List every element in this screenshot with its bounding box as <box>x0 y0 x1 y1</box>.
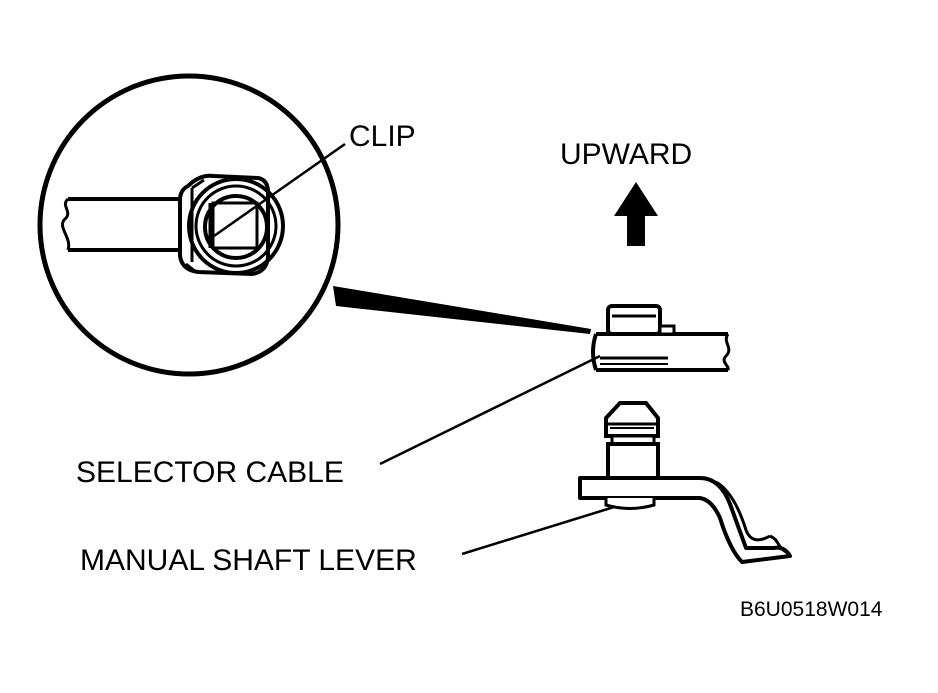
leader-selector-cable <box>379 354 601 466</box>
label-manual-shaft-lever: MANUAL SHAFT LEVER <box>80 544 417 577</box>
lever-plate <box>578 476 792 564</box>
leader-lines <box>213 142 615 556</box>
upward-arrow <box>614 182 658 246</box>
lever-pin-head <box>604 401 660 438</box>
leader-clip <box>213 142 346 238</box>
label-selector-cable: SELECTOR CABLE <box>76 456 344 489</box>
selector-cable-end <box>591 304 731 372</box>
magnifier-callout-wedge <box>333 286 591 334</box>
detail-eyelet <box>187 177 285 275</box>
label-upward: UPWARD <box>560 138 692 171</box>
cable-clip <box>606 304 662 336</box>
lever-pin-shaft <box>606 442 660 480</box>
arrow-up-icon <box>614 182 658 246</box>
detail-cable-rod <box>61 197 185 252</box>
detail-clip-fold <box>185 178 205 274</box>
leader-manual-shaft-lever <box>461 505 615 556</box>
figure-code: B6U0518W014 <box>740 598 883 621</box>
manual-shaft-lever <box>578 401 792 564</box>
label-clip: CLIP <box>349 120 416 153</box>
detail-magnifier <box>37 73 591 377</box>
